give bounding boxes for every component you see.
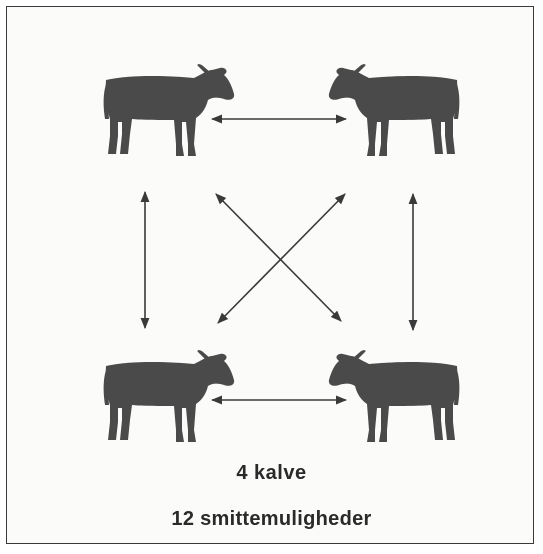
arrow-diagonal-up	[218, 194, 345, 323]
calf-bottom-left-icon	[104, 350, 235, 442]
arrow-diagonal-down	[216, 194, 341, 321]
calf-top-left-icon	[104, 64, 235, 156]
calf-top-right-icon	[329, 64, 460, 156]
caption-infection-possibilities: 12 smittemuligheder	[0, 508, 543, 531]
caption-calf-count: 4 kalve	[0, 462, 543, 485]
calf-bottom-right-icon	[329, 350, 460, 442]
